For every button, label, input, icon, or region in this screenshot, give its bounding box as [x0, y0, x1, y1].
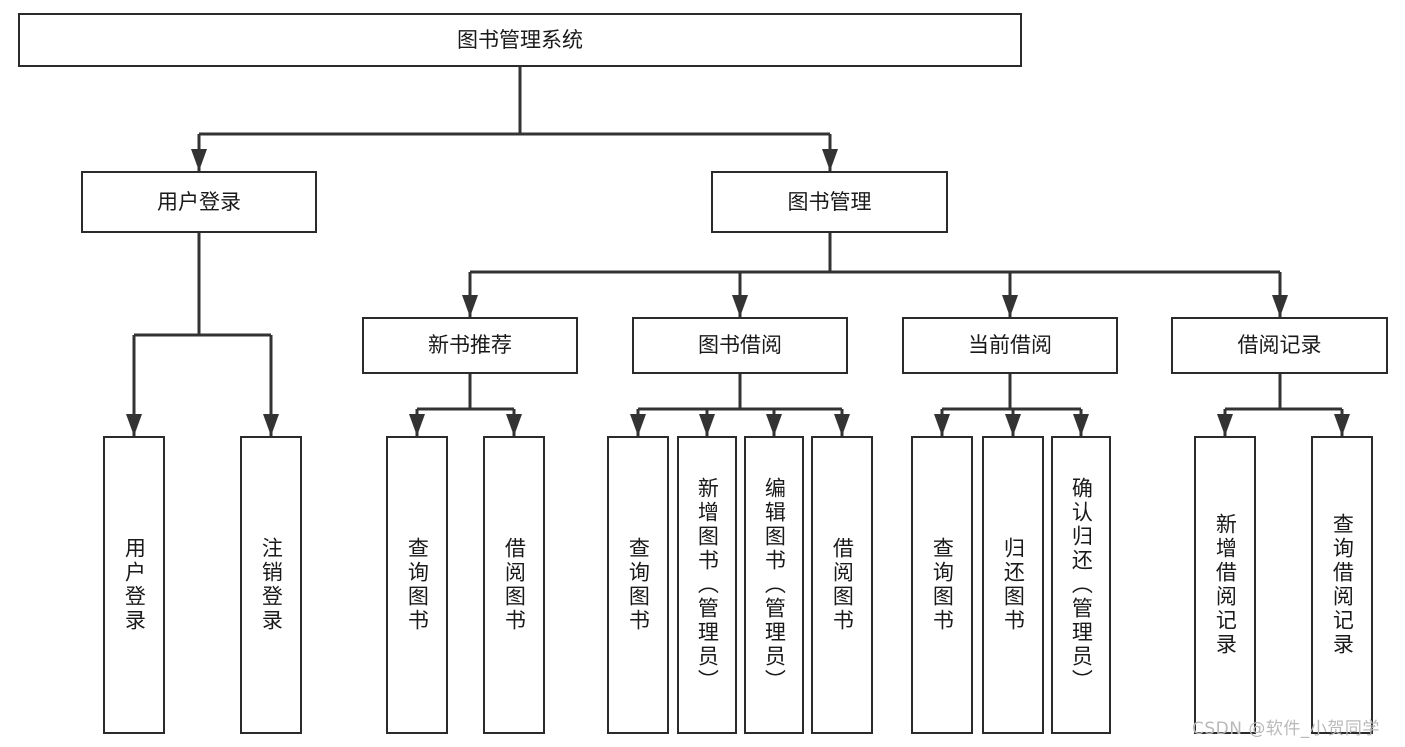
node-label: 新增借阅记录 — [1213, 513, 1238, 657]
node-label: 借阅图书 — [502, 537, 527, 633]
node-label: 编辑图书（管理员） — [762, 477, 787, 693]
node-leaf-query-book-3[interactable]: 查询图书 — [911, 436, 973, 734]
edge-arrowhead — [630, 414, 646, 436]
node-leaf-query-book-2[interactable]: 查询图书 — [607, 436, 669, 734]
edge-arrowhead — [506, 414, 522, 436]
node-leaf-add-record[interactable]: 新增借阅记录 — [1194, 436, 1256, 734]
node-label: 用户登录 — [157, 189, 241, 214]
node-label: 确认归还（管理员） — [1069, 477, 1094, 693]
node-current-borrow[interactable]: 当前借阅 — [902, 317, 1118, 374]
edge-arrowhead — [1334, 414, 1350, 436]
edge-arrowhead — [1217, 414, 1233, 436]
node-leaf-query-book-1[interactable]: 查询图书 — [386, 436, 448, 734]
edge-arrowhead — [834, 414, 850, 436]
node-label: 查询图书 — [930, 537, 955, 633]
node-label: 用户登录 — [122, 537, 147, 633]
node-label: 图书借阅 — [698, 333, 782, 358]
node-label: 查询借阅记录 — [1330, 513, 1355, 657]
node-root[interactable]: 图书管理系统 — [18, 13, 1022, 67]
node-new-book-rec[interactable]: 新书推荐 — [362, 317, 578, 374]
edge-arrowhead — [263, 414, 279, 436]
node-leaf-logout[interactable]: 注销登录 — [240, 436, 302, 734]
edge-arrowhead — [409, 414, 425, 436]
edge-arrowhead — [934, 414, 950, 436]
node-leaf-query-record[interactable]: 查询借阅记录 — [1311, 436, 1373, 734]
node-user-login[interactable]: 用户登录 — [81, 171, 317, 233]
node-leaf-borrow-book-2[interactable]: 借阅图书 — [811, 436, 873, 734]
edge-arrowhead — [732, 295, 748, 317]
edge-arrowhead — [1002, 295, 1018, 317]
node-book-borrow[interactable]: 图书借阅 — [632, 317, 848, 374]
node-label: 当前借阅 — [968, 333, 1052, 358]
node-label: 新增图书（管理员） — [695, 477, 720, 693]
node-leaf-confirm-return[interactable]: 确认归还（管理员） — [1051, 436, 1111, 734]
node-label: 新书推荐 — [428, 333, 512, 358]
node-label: 归还图书 — [1001, 537, 1026, 633]
node-label: 图书管理系统 — [457, 27, 583, 52]
node-leaf-add-book[interactable]: 新增图书（管理员） — [677, 436, 737, 734]
node-label: 注销登录 — [259, 537, 284, 633]
edge-arrowhead — [462, 295, 478, 317]
node-label: 查询图书 — [405, 537, 430, 633]
edge-arrowhead — [1073, 414, 1089, 436]
edge-arrowhead — [822, 149, 838, 171]
node-label: 查询图书 — [626, 537, 651, 633]
node-book-manage[interactable]: 图书管理 — [711, 171, 948, 233]
node-leaf-user-login[interactable]: 用户登录 — [103, 436, 165, 734]
node-leaf-return-book[interactable]: 归还图书 — [982, 436, 1044, 734]
edge-arrowhead — [766, 414, 782, 436]
watermark: CSDN @软件_小贺同学 — [1192, 719, 1380, 739]
edge-arrowhead — [126, 414, 142, 436]
node-label: 图书管理 — [787, 189, 872, 214]
edge-arrowhead — [191, 149, 207, 171]
node-leaf-edit-book[interactable]: 编辑图书（管理员） — [744, 436, 804, 734]
edge-arrowhead — [1272, 295, 1288, 317]
node-label: 借阅图书 — [830, 537, 855, 633]
node-leaf-borrow-book-1[interactable]: 借阅图书 — [483, 436, 545, 734]
node-borrow-record[interactable]: 借阅记录 — [1171, 317, 1388, 374]
node-label: 借阅记录 — [1237, 333, 1322, 358]
edge-arrowhead — [1005, 414, 1021, 436]
edge-arrowhead — [699, 414, 715, 436]
